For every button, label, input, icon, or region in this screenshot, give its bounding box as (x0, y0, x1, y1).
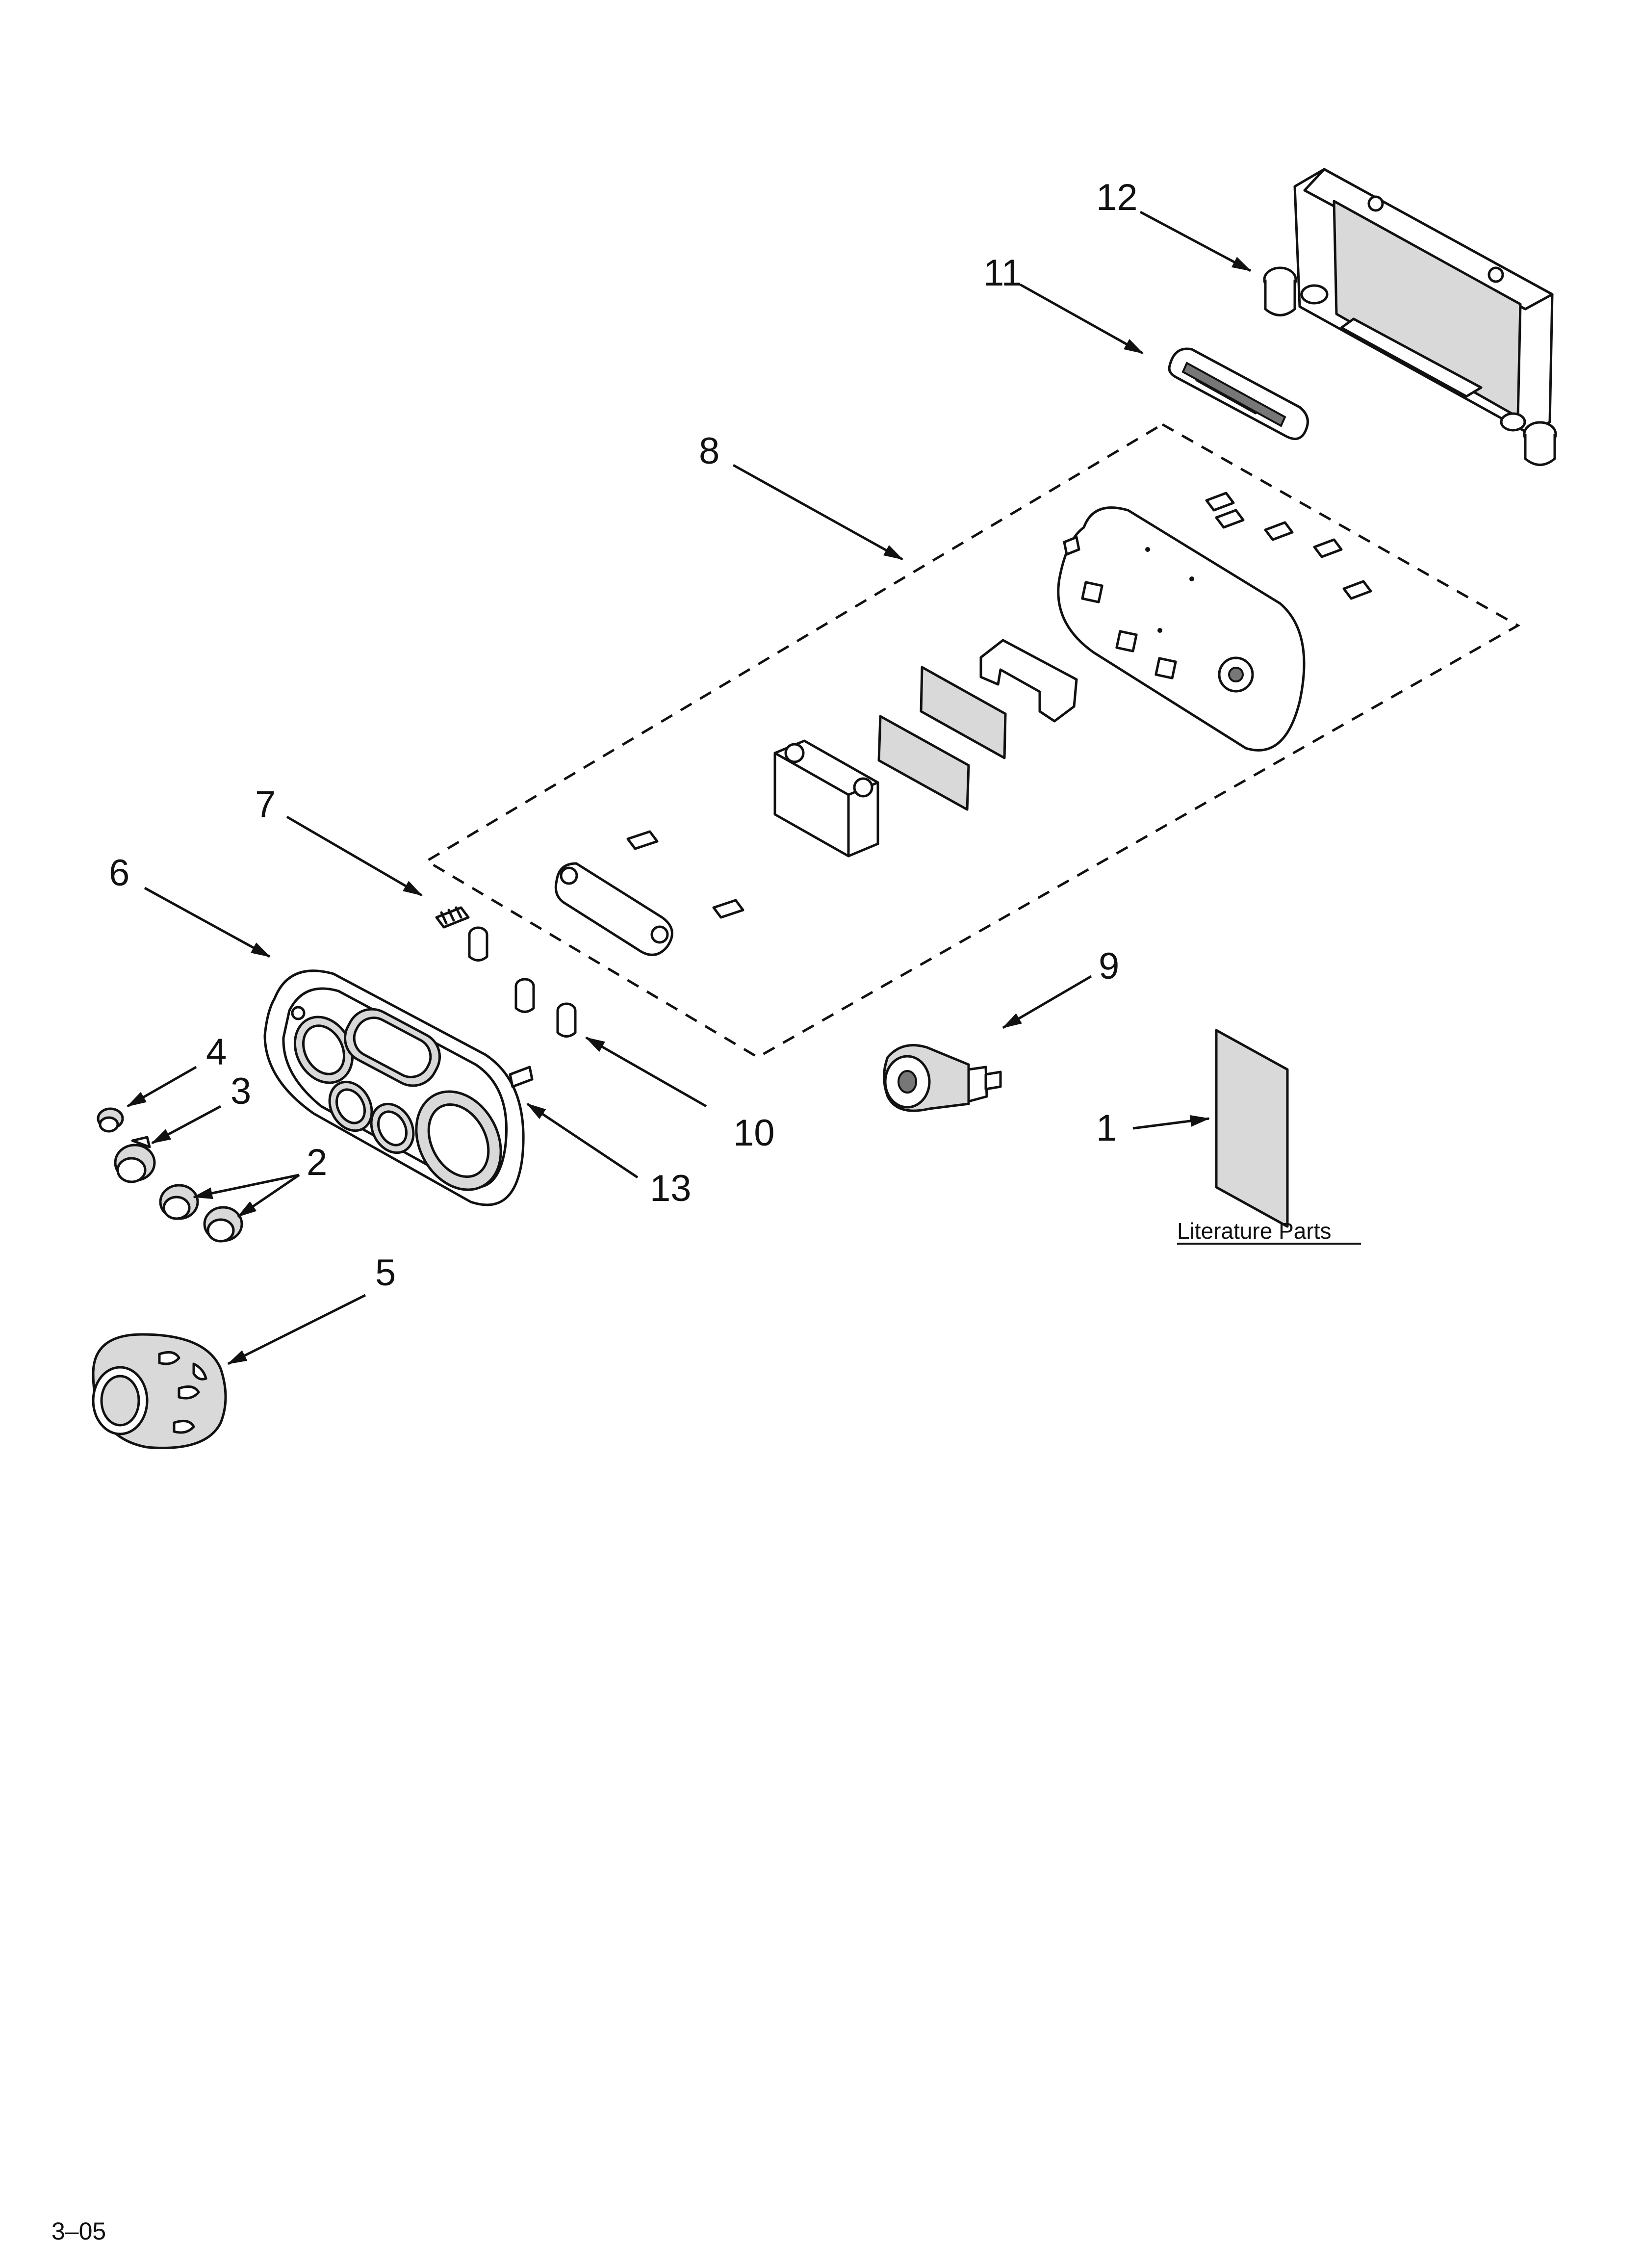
board-screws (1205, 492, 1372, 600)
leader-lines (127, 210, 1252, 1365)
rotary-switch-part-9 (883, 1044, 1002, 1112)
literature-card-part-1 (1215, 1029, 1289, 1228)
callout-4: 4 (206, 1031, 227, 1073)
screw-part-7 (435, 906, 470, 929)
callout-labels: 12 11 8 7 6 4 3 2 5 9 10 13 1 (109, 177, 1138, 1294)
nameplate-badge-part-11 (1168, 347, 1309, 441)
callout-13: 13 (650, 1168, 692, 1209)
control-board-assembly-part-8 (424, 423, 1521, 1059)
page-code: 3–05 (51, 2217, 106, 2245)
callout-7: 7 (255, 783, 276, 825)
callout-1: 1 (1096, 1107, 1117, 1149)
main-knob-part-5 (92, 1333, 227, 1449)
control-panel-bezel-part-6 (263, 969, 534, 1206)
small-button-part-4 (97, 1107, 124, 1133)
buttons-part-2 (159, 1184, 243, 1243)
spacers-part-10 (468, 926, 577, 1038)
control-housing-part-12 (1263, 168, 1557, 466)
callout-5: 5 (375, 1252, 396, 1294)
callout-6: 6 (109, 852, 129, 894)
callout-2: 2 (307, 1142, 327, 1183)
button-part-3 (114, 1136, 156, 1183)
literature-parts-label: Literature Parts (1177, 1218, 1331, 1244)
callout-3: 3 (231, 1070, 251, 1112)
callout-9: 9 (1099, 945, 1119, 987)
callout-8: 8 (699, 430, 719, 472)
callout-12: 12 (1096, 177, 1138, 218)
callout-10: 10 (733, 1112, 775, 1154)
callout-11: 11 (983, 252, 1022, 294)
